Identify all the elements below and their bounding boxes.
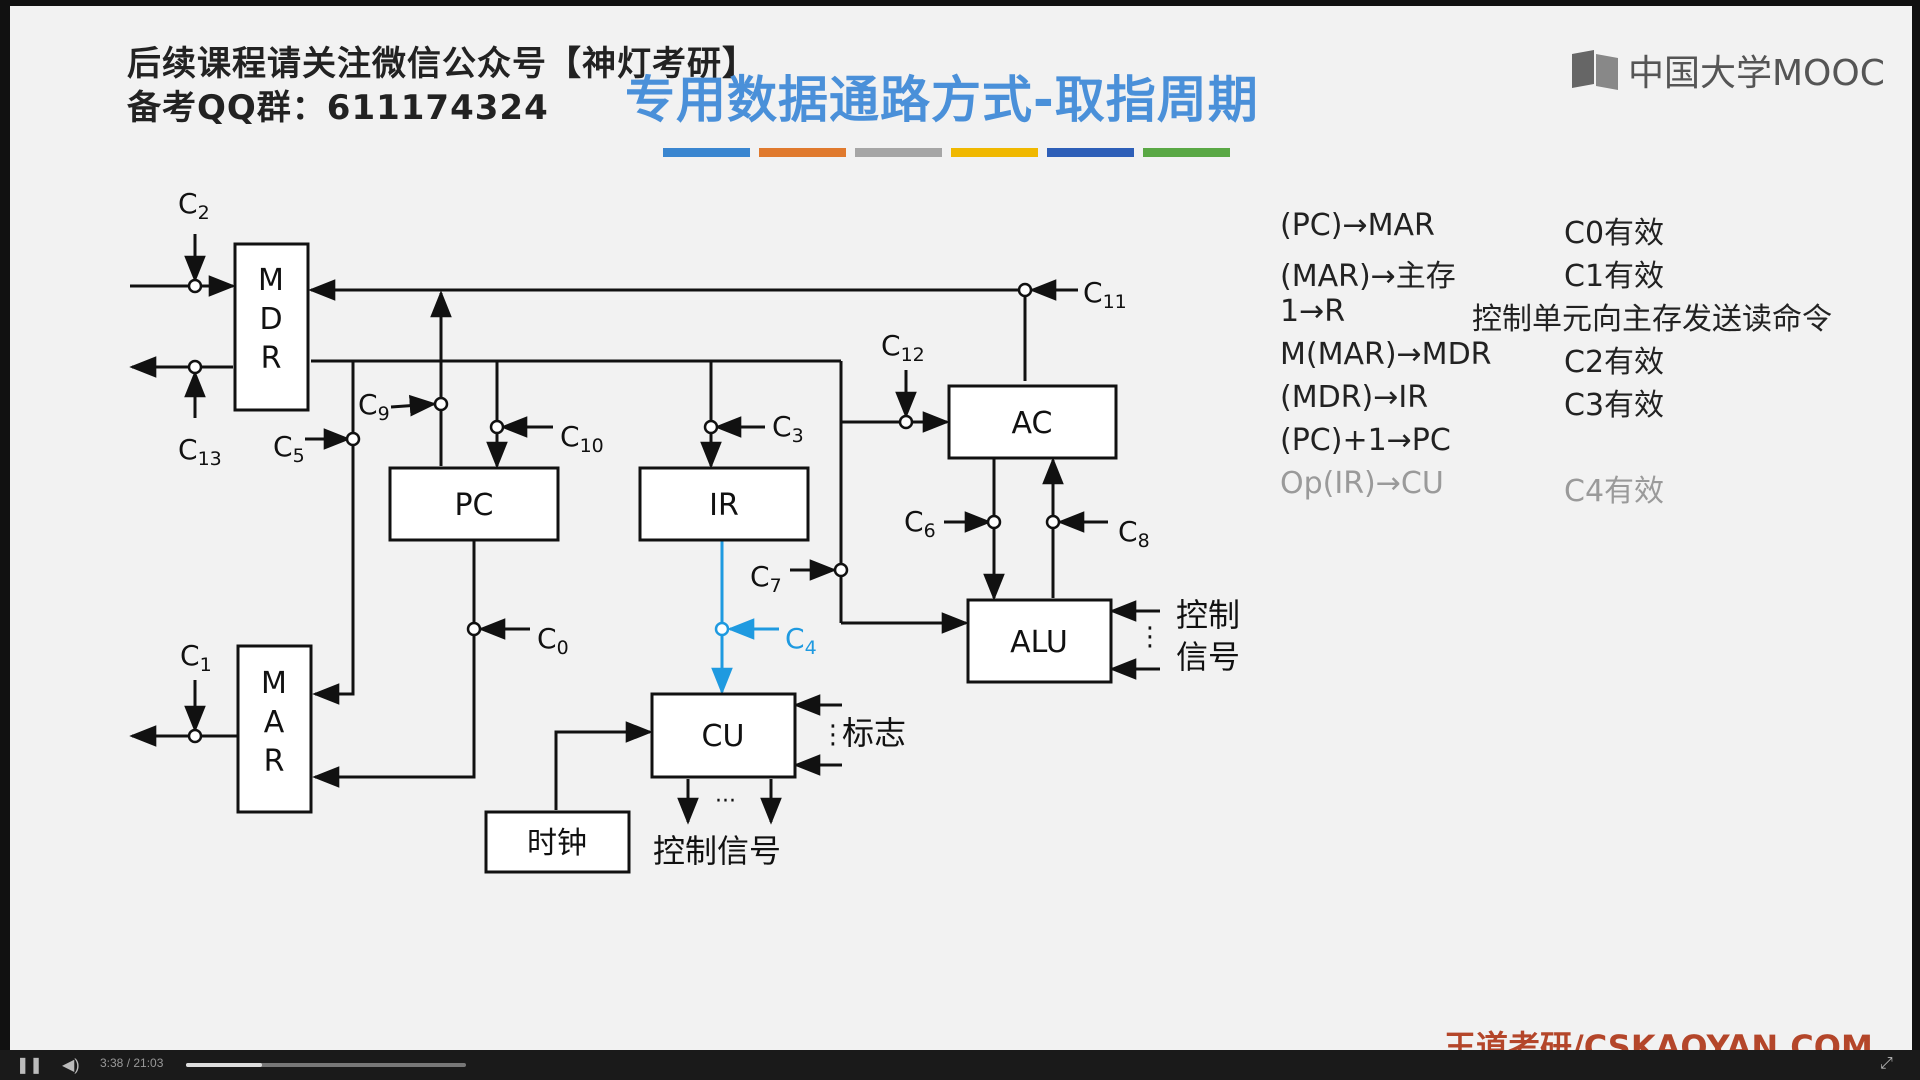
pause-icon[interactable]: ❚❚ xyxy=(16,1057,43,1074)
mdr-label-d: D xyxy=(259,302,282,337)
alu-label: ALU xyxy=(1010,625,1068,660)
clock-label: 时钟 xyxy=(527,826,587,861)
clock-box xyxy=(484,810,631,874)
title-color-segment xyxy=(663,148,750,157)
slide-title: 专用数据通路方式-取指周期 xyxy=(625,71,1259,129)
pc-box xyxy=(388,466,560,542)
header-qq-line: 备考QQ群：611174324 xyxy=(127,88,549,128)
c11-gate xyxy=(1017,282,1033,298)
mdr-box xyxy=(233,242,310,412)
step-note: C0有效 xyxy=(1564,216,1665,251)
step-note: 控制单元向主存发送读命令 xyxy=(1472,302,1832,337)
header-wechat-line: 后续课程请关注微信公众号【神灯考研】 xyxy=(127,44,757,84)
title-color-segment xyxy=(759,148,846,157)
video-progress-bar[interactable] xyxy=(186,1063,466,1067)
cu-label: CU xyxy=(702,719,745,754)
step-op: M(MAR)→MDR xyxy=(1280,337,1492,372)
c4-gate xyxy=(714,621,730,637)
step-op: (PC)→MAR xyxy=(1280,208,1435,243)
c0-label: C0 xyxy=(537,622,569,659)
cu-ctrl-label: 控制信号 xyxy=(653,832,781,870)
title-color-segment xyxy=(855,148,942,157)
c11-label: C11 xyxy=(1083,276,1127,313)
pc-label: PC xyxy=(454,488,493,523)
c7-label: C7 xyxy=(750,560,782,597)
c10-gate xyxy=(489,419,505,435)
slide-frame xyxy=(10,6,1912,1050)
c8-label: C8 xyxy=(1118,515,1150,552)
step-op: (MDR)→IR xyxy=(1280,380,1429,415)
step-note: C2有效 xyxy=(1564,345,1665,380)
c0-gate xyxy=(466,621,482,637)
alu-ctrl-label-2: 信号 xyxy=(1176,638,1240,676)
mdr-label-m: M xyxy=(258,263,284,298)
cu-box xyxy=(650,692,797,779)
step-op: (MAR)→主存 xyxy=(1280,259,1456,294)
cu-ctrl-ellipsis: ··· xyxy=(715,789,736,814)
bus-to-mar xyxy=(312,361,355,705)
fullscreen-icon[interactable]: ⤢ xyxy=(1880,1055,1893,1072)
c5-label: C5 xyxy=(273,430,305,467)
c6-gate xyxy=(986,514,1002,530)
mooc-logo: 中国大学MOOC xyxy=(1570,44,1885,96)
ir-box xyxy=(638,466,810,542)
c4-label: C4 xyxy=(785,622,817,659)
time-readout: 3:38 / 21:03 xyxy=(100,1056,164,1070)
c12-gate xyxy=(898,414,914,430)
title-color-segment xyxy=(951,148,1038,157)
c1-label: C1 xyxy=(180,639,212,676)
c6-label: C6 xyxy=(904,505,936,542)
c13-gate xyxy=(187,359,203,375)
c5-gate xyxy=(345,431,361,447)
c1-gate xyxy=(187,728,203,744)
alu-ctrl-label-1: 控制 xyxy=(1176,596,1240,634)
alu-ctrl-ellipsis: ⋮ xyxy=(1137,622,1163,652)
ac-to-mdr-bus xyxy=(308,279,1027,381)
step-note: C3有效 xyxy=(1564,388,1665,423)
ac-box xyxy=(947,384,1118,460)
c3-label: C3 xyxy=(772,410,804,447)
flag-ellipsis: ⋮ xyxy=(820,720,846,750)
mooc-logo-text: 中国大学MOOC xyxy=(1628,53,1885,94)
c2-label: C2 xyxy=(178,187,210,224)
step-op: (PC)+1→PC xyxy=(1280,423,1451,458)
c10-label: C10 xyxy=(560,420,604,457)
mdr-label-r: R xyxy=(261,341,282,376)
step-note: C1有效 xyxy=(1564,259,1665,294)
step-op: Op(IR)→CU xyxy=(1280,466,1444,501)
step-note: C4有效 xyxy=(1564,474,1665,509)
c13-label: C13 xyxy=(178,433,222,470)
volume-icon[interactable]: ◀) xyxy=(62,1057,80,1074)
cu-flags-label: 标志 xyxy=(842,714,906,752)
c7-gate xyxy=(833,562,849,578)
video-player-bar: ❚❚ ◀) 3:38 / 21:03 ⤢ xyxy=(0,1050,1920,1080)
pc-to-mar xyxy=(312,540,476,788)
mar-label-m: M xyxy=(261,666,287,701)
ir-label: IR xyxy=(709,488,739,523)
mar-box xyxy=(236,644,313,814)
c9-label: C9 xyxy=(358,388,390,425)
alu-box xyxy=(966,598,1113,684)
title-color-segment xyxy=(1143,148,1230,157)
mooc-logo-icon xyxy=(1572,50,1618,90)
c8-gate xyxy=(1045,514,1061,530)
clock-to-cu xyxy=(554,721,653,810)
c2-gate xyxy=(187,278,203,294)
c3-gate xyxy=(703,419,719,435)
title-color-segment xyxy=(1047,148,1134,157)
c9-arrow xyxy=(390,394,437,417)
ac-label: AC xyxy=(1012,406,1053,441)
mar-label-r: R xyxy=(264,744,285,779)
c9-gate xyxy=(433,396,449,412)
c12-label: C12 xyxy=(881,329,925,366)
mar-label-a: A xyxy=(264,705,285,740)
step-op: 1→R xyxy=(1280,294,1346,329)
video-progress-fill xyxy=(186,1063,262,1067)
